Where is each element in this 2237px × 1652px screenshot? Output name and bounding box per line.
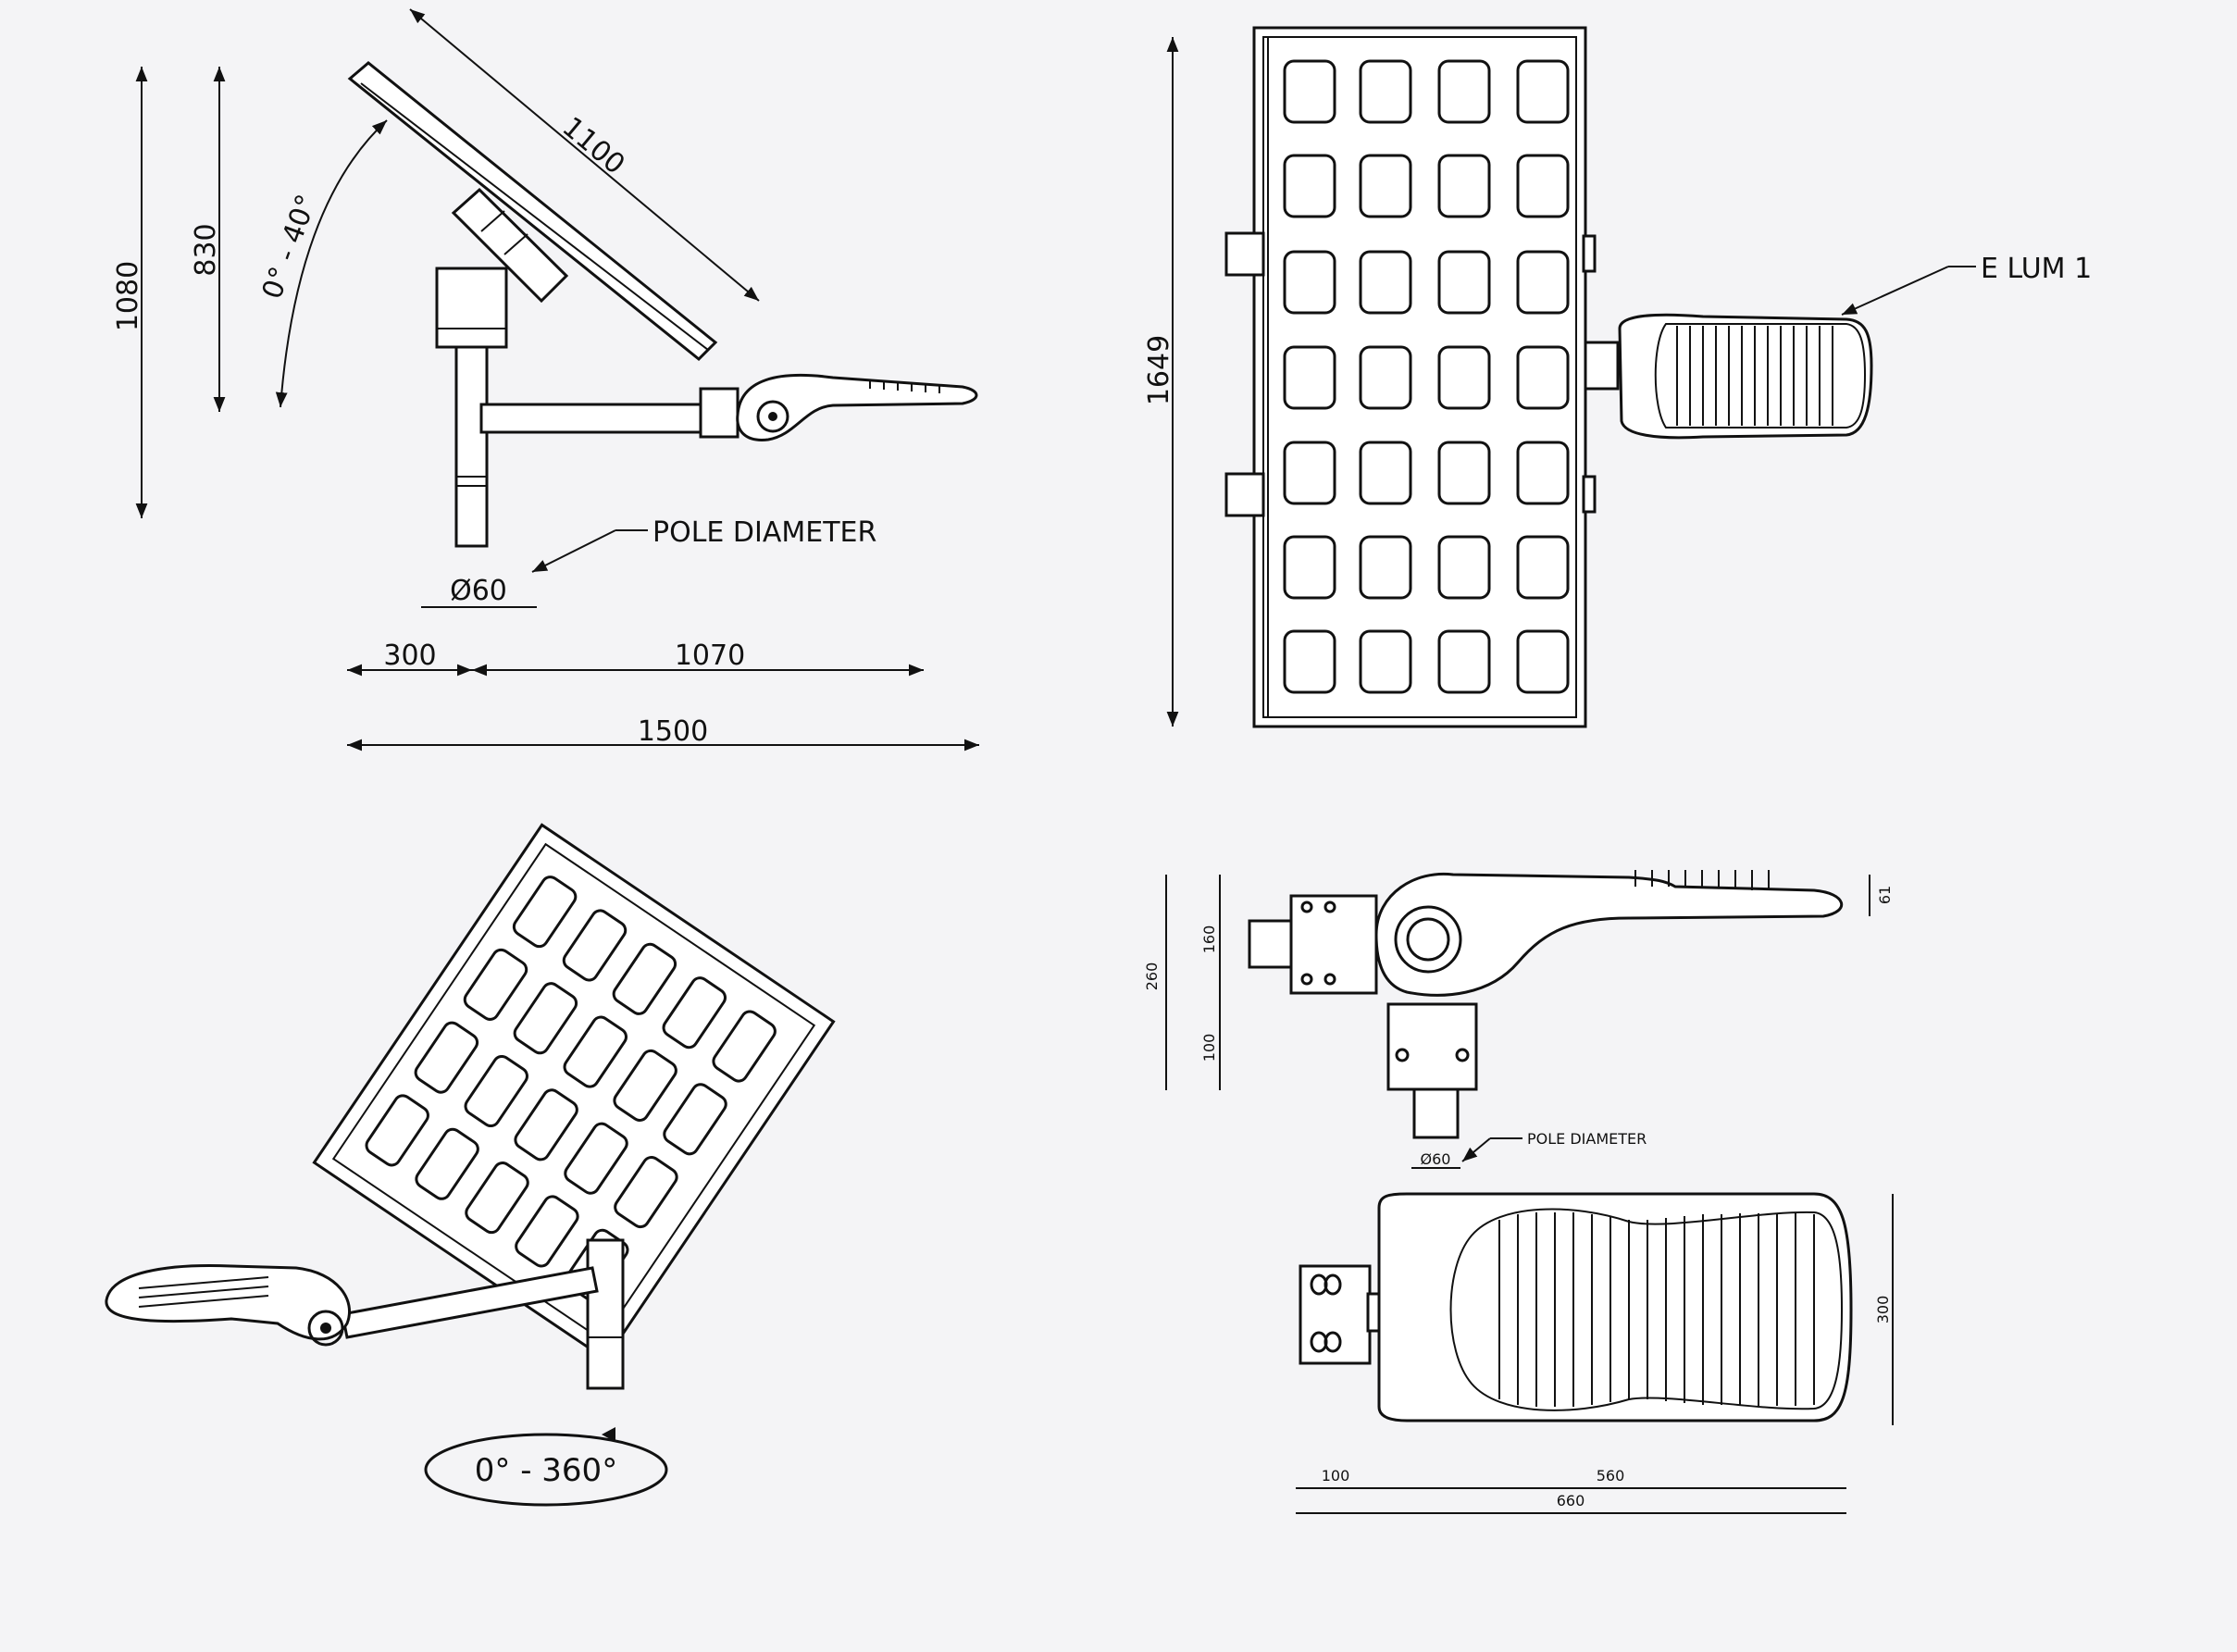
pole-label: POLE DIAMETER bbox=[1527, 1130, 1647, 1148]
luminaire-body-top bbox=[1377, 1192, 1853, 1422]
pole-callout-leader bbox=[531, 529, 616, 573]
dim-panel-length: 1100 bbox=[556, 111, 631, 181]
luminaire-top bbox=[1584, 313, 1873, 440]
pole-rotated bbox=[586, 1238, 625, 1390]
rotation-ellipse bbox=[424, 1433, 668, 1507]
dim-total-length: 660 bbox=[1557, 1492, 1585, 1509]
clamp-left-upper bbox=[1224, 231, 1265, 277]
pole-diameter: Ø60 bbox=[450, 575, 507, 607]
luminaire-body-side bbox=[1374, 872, 1844, 997]
dim-head-length: 560 bbox=[1597, 1467, 1625, 1484]
luminaire-label: E LUM 1 bbox=[1981, 253, 2092, 285]
pole-bracket-lower bbox=[1386, 1002, 1478, 1091]
side-mount-stub bbox=[1248, 919, 1298, 969]
solar-panel-side bbox=[347, 61, 718, 362]
solar-panel-frame bbox=[1252, 26, 1587, 728]
dim-height-total: 1080 bbox=[112, 261, 144, 331]
dim-arm-length: 1070 bbox=[675, 640, 745, 672]
dim-height-total: 260 bbox=[1143, 963, 1161, 991]
arm-rotated bbox=[341, 1266, 599, 1339]
dim-width-total: 1500 bbox=[638, 715, 708, 748]
rotation-range: 0° - 360° bbox=[475, 1452, 617, 1489]
tilt-range: 0° - 40° bbox=[256, 191, 324, 304]
solar-cells bbox=[1283, 59, 1570, 694]
arm bbox=[479, 403, 705, 434]
tilt-arc bbox=[275, 119, 388, 408]
solar-panel-rotated bbox=[312, 823, 836, 1361]
luminaire-rotated bbox=[105, 1264, 352, 1347]
luminaire-head-side bbox=[699, 374, 978, 441]
luminaire-side-view: 260 160 100 61 Ø60 POLE DIAMETER bbox=[1143, 870, 1894, 1169]
dim-offset-left: 300 bbox=[383, 640, 436, 672]
pivot-outer bbox=[1394, 905, 1462, 974]
pole-stub bbox=[1412, 1087, 1460, 1139]
dim-bracket-length: 100 bbox=[1322, 1467, 1350, 1484]
side-view: 1080 830 0° - 40° 1100 bbox=[112, 8, 979, 751]
dim-line-panel-length bbox=[409, 8, 760, 302]
dim-head-thickness: 61 bbox=[1876, 886, 1894, 904]
luminaire-top-view: 300 100 560 660 bbox=[1296, 1192, 1894, 1514]
luminaire-callout-leader bbox=[1841, 266, 1949, 316]
dim-height-upper: 160 bbox=[1200, 925, 1218, 954]
pole-diameter: Ø60 bbox=[1421, 1150, 1451, 1168]
pole-label: POLE DIAMETER bbox=[652, 516, 876, 549]
rotation-view: 0° - 360° bbox=[105, 823, 836, 1507]
pole-bracket bbox=[435, 267, 508, 349]
top-view: 1649 E LUM 1 bbox=[1143, 26, 2092, 728]
dim-width: 300 bbox=[1874, 1296, 1892, 1324]
dim-panel-height: 1649 bbox=[1143, 335, 1175, 405]
pivot-inner bbox=[1406, 917, 1450, 962]
dim-height-lower: 100 bbox=[1200, 1034, 1218, 1062]
pole bbox=[454, 345, 489, 548]
clamp-left-lower bbox=[1224, 472, 1265, 517]
battery-box bbox=[451, 187, 569, 304]
dim-height-panel: 830 bbox=[190, 223, 222, 276]
